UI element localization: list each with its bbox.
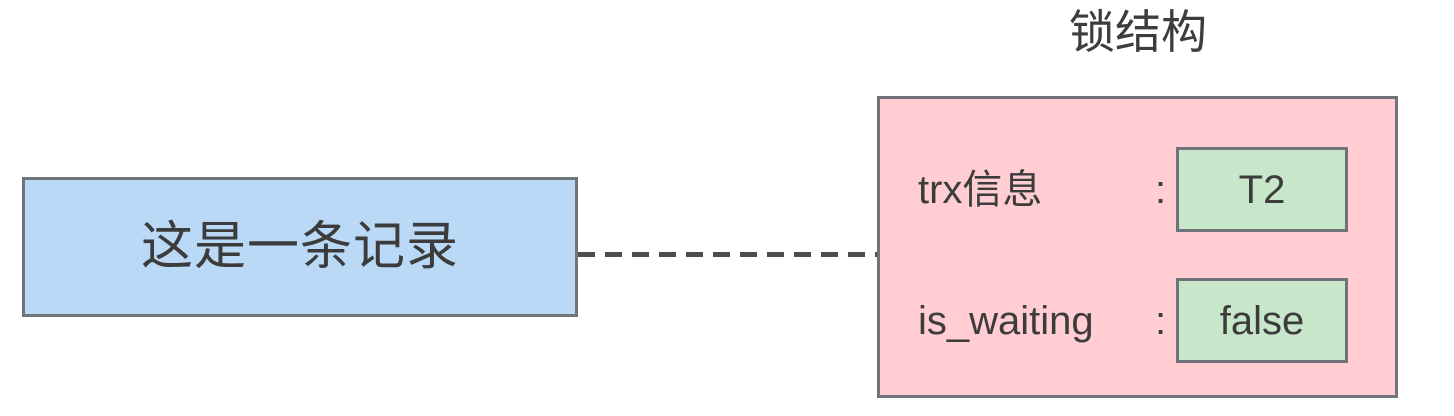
field-row: is_waiting : false <box>880 278 1395 363</box>
field-row: trx信息 : T2 <box>880 147 1395 232</box>
field-separator: : <box>1155 167 1167 212</box>
field-value-box-trx-info: T2 <box>1176 147 1348 232</box>
record-box: 这是一条记录 <box>22 177 578 317</box>
field-key-trx-info: trx信息 <box>918 167 1043 212</box>
field-separator: : <box>1155 298 1167 343</box>
record-to-lock-connector <box>578 244 878 257</box>
lock-structure-box: trx信息 : T2 is_waiting : false <box>877 96 1398 398</box>
diagram-title: 锁结构 <box>1069 6 1207 58</box>
field-value-box-is-waiting: false <box>1176 278 1348 363</box>
record-label: 这是一条记录 <box>140 218 459 276</box>
field-key-is-waiting: is_waiting <box>918 298 1094 343</box>
field-value-trx-info: T2 <box>1238 167 1286 212</box>
dashed-line-icon <box>578 252 878 257</box>
field-value-is-waiting: false <box>1219 298 1305 343</box>
